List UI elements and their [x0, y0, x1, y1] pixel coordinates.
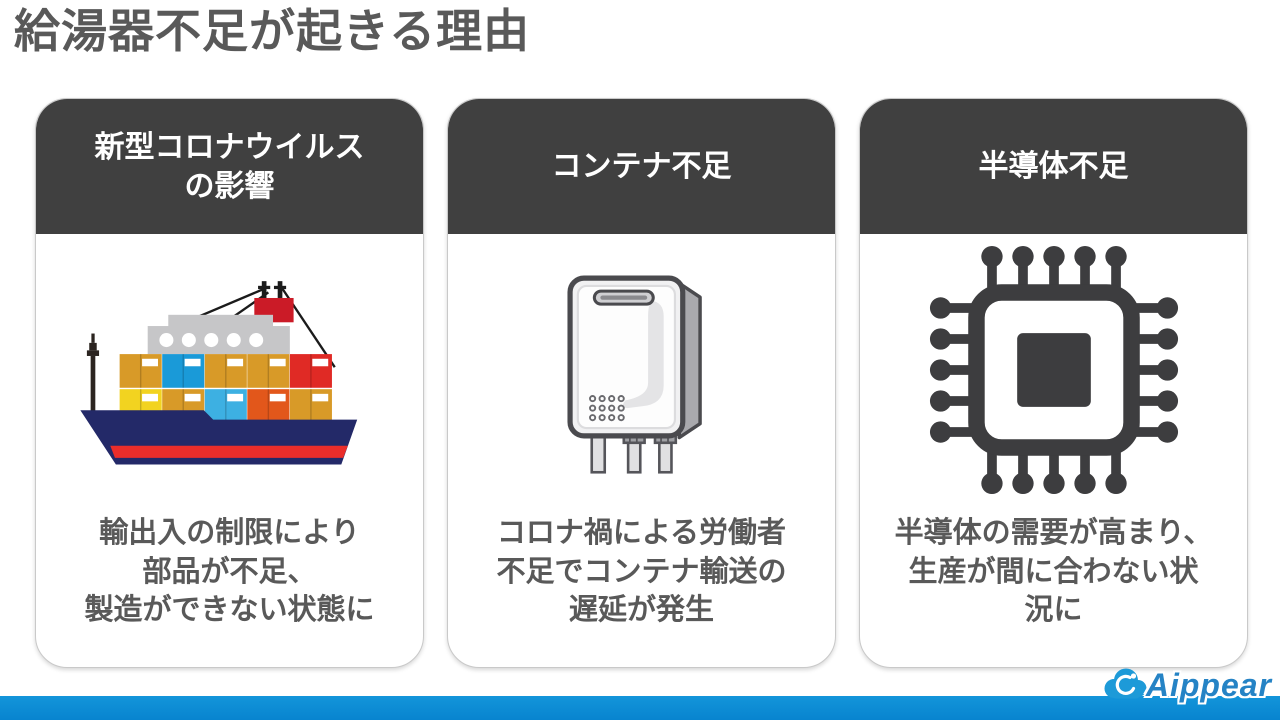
cargo-ship-graphic — [79, 281, 357, 465]
microchip-graphic — [929, 245, 1178, 495]
page-title: 給湯器不足が起きる理由 — [14, 5, 531, 57]
microchip-icon — [860, 234, 1247, 506]
cloud-icon — [1104, 668, 1147, 699]
card-container-header-text: コンテナ不足 — [551, 150, 732, 183]
card-semiconductor-body: 半導体の需要が高まり、 生産が間に合わない状 況に — [860, 234, 1247, 667]
card-semiconductor-caption-text: 半導体の需要が高まり、 生産が間に合わない状 況に — [894, 517, 1213, 627]
logo-text: Aippear — [1145, 667, 1272, 703]
card-semiconductor-header: 半導体不足 — [860, 99, 1247, 234]
card-container-header: コンテナ不足 — [448, 99, 835, 234]
card-semiconductor-header-text: 半導体不足 — [978, 150, 1129, 183]
card-container: コンテナ不足 — [447, 98, 836, 668]
card-covid-header: 新型コロナウイルス の影響 — [36, 99, 423, 234]
cargo-ship-icon — [36, 234, 423, 506]
card-semiconductor: 半導体不足 — [859, 98, 1248, 668]
card-covid-header-text: 新型コロナウイルス の影響 — [94, 130, 365, 203]
card-covid-caption: 輸出入の制限により 部品が不足、 製造ができない状態に — [36, 506, 423, 667]
water-heater-graphic — [566, 275, 702, 474]
water-heater-icon — [448, 234, 835, 506]
card-covid-body: 輸出入の制限により 部品が不足、 製造ができない状態に — [36, 234, 423, 667]
aippear-logo: Aippear — [1100, 667, 1272, 704]
cards-row: 新型コロナウイルス の影響 — [35, 98, 1248, 668]
card-container-caption-text: コロナ禍による労働者 不足でコンテナ輸送の 遅延が発生 — [496, 517, 787, 627]
card-semiconductor-caption: 半導体の需要が高まり、 生産が間に合わない状 況に — [860, 506, 1247, 667]
footer-bar — [0, 696, 1280, 720]
card-container-caption: コロナ禍による労働者 不足でコンテナ輸送の 遅延が発生 — [448, 506, 835, 667]
card-covid-caption-text: 輸出入の制限により 部品が不足、 製造ができない状態に — [84, 517, 375, 627]
card-covid: 新型コロナウイルス の影響 — [35, 98, 424, 668]
card-container-body: コロナ禍による労働者 不足でコンテナ輸送の 遅延が発生 — [448, 234, 835, 667]
